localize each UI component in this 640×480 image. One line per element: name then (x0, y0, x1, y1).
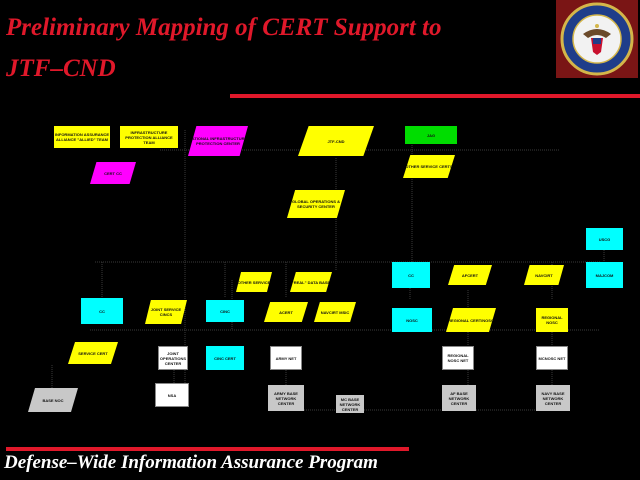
node-other-service: OTHER SERVICE (236, 272, 272, 292)
node-mc-base-network-center: MC BASE NETWORK CENTER (336, 395, 364, 413)
node-joint-service-cincs: JOINT SERVICE CINCS (145, 300, 187, 324)
node-navcirt: NAVCIRT (524, 265, 564, 285)
page-title-line-1: Preliminary Mapping of CERT Support to (6, 14, 442, 41)
node-jag: JAG (405, 126, 457, 144)
page-title-line-2: JTF–CND (6, 55, 116, 82)
dod-seal-icon (556, 0, 638, 78)
node-mcnosc-net: MCNOSC NET (536, 346, 568, 370)
node-jtf-cnd: JTF-CND (298, 126, 374, 156)
node-nipc: NATIONAL INFRASTRUCTURE PROTECTION CENTE… (188, 126, 248, 156)
node-army-net: ARMY NET (270, 346, 302, 370)
node-cinc-cert: CINC CERT (206, 346, 244, 370)
node-joint-operations-center: JOINT OPERATIONS CENTER (158, 346, 188, 370)
node-base-noc: BASE NOC (28, 388, 78, 412)
node-nsa: NSA (155, 383, 189, 407)
footer-program-name: Defense–Wide Information Assurance Progr… (4, 452, 378, 473)
node-uscg: USCG (586, 228, 623, 250)
node-real-data-base: "REAL" DATA BASE (290, 272, 332, 292)
node-cc-top: CC (392, 262, 430, 288)
node-af-base-network-center: AF BASE NETWORK CENTER (442, 385, 476, 411)
node-cc-left: CC (81, 298, 123, 324)
node-global-ops-security-center: GLOBAL OPERATIONS & SECURITY CENTER (287, 190, 345, 218)
node-regional-nosc-net: REGIONAL NOSC NET (442, 346, 474, 370)
node-cinc: CINC (206, 300, 244, 322)
node-navy-base-network-center: NAVY BASE NETWORK CENTER (536, 385, 570, 411)
node-navcirt-msic: NAVCIRT MSIC (314, 302, 356, 322)
node-regional-nosc: REGIONAL NOSC (536, 308, 568, 332)
node-army-base-network-center: ARMY BASE NETWORK CENTER (268, 385, 304, 411)
node-afcert: AFCERT (448, 265, 492, 285)
node-other-service-certs: OTHER SERVICE CERTS (403, 155, 455, 178)
node-nosc: NOSC (392, 308, 432, 332)
title-divider-bar (230, 94, 640, 98)
node-cert-cc: CERT CC (90, 162, 136, 184)
node-ia-alliance-team: INFORMATION ASSURANCE ALLIANCE "ALLIED" … (54, 126, 110, 148)
node-regional-cert-nosc: REGIONAL CERT/NOSC (446, 308, 496, 332)
node-majcom: MAJCOM (586, 262, 623, 288)
node-ip-alliance-team: INFRASTRUCTURE PROTECTION ALLIANCE TEAM (120, 126, 178, 148)
node-acert: ACERT (264, 302, 308, 322)
footer-divider-bar (6, 447, 409, 451)
node-service-cert: SERVICE CERT (68, 342, 118, 364)
